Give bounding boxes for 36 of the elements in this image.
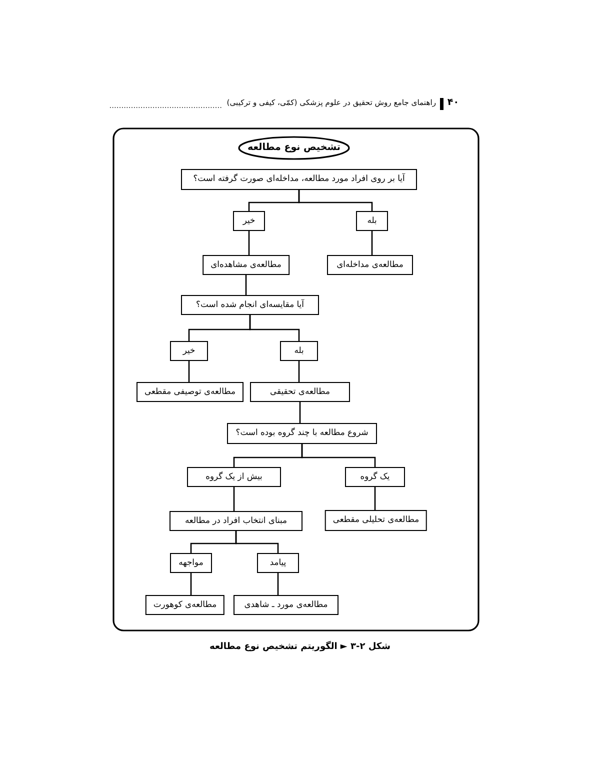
study-type-box: مطالعه‌ی توصیفی مقطعی xyxy=(136,382,244,402)
connector-line xyxy=(277,573,279,595)
study-type-box: مطالعه‌ی مورد ـ شاهدی xyxy=(234,595,338,615)
study-type-box: مطالعه‌ی مشاهده‌ای xyxy=(202,255,290,275)
title-ellipse: تشخیص نوع مطالعه xyxy=(238,136,350,160)
connector-line xyxy=(371,231,373,255)
question-box: مبنای انتخاب افراد در مطالعه xyxy=(170,511,302,531)
study-type-box: مطالعه‌ی مداخله‌ای xyxy=(327,255,413,275)
connector-line xyxy=(190,531,237,553)
answer-box: بله xyxy=(280,341,318,361)
connector-line xyxy=(190,573,192,595)
page-number: ۴۰ xyxy=(447,97,459,108)
answer-box: بیش از یک گروه xyxy=(187,467,281,487)
answer-box: خیر xyxy=(170,341,208,361)
connector-line xyxy=(248,190,300,211)
connector-line xyxy=(248,231,250,255)
study-type-box: مطالعه‌ی تحلیلی مقطعی xyxy=(324,510,428,531)
question-box: آیا بر روی افراد مورد مطالعه، مداخله‌ای صورت گرفته است؟ xyxy=(181,169,417,190)
connector-line xyxy=(233,444,303,467)
study-type-box: مطالعه‌ی تحقیقی xyxy=(250,382,350,402)
connector-line xyxy=(299,402,301,423)
connector-line xyxy=(233,487,235,511)
question-box: شروع مطالعه با چند گروه بوده است؟ xyxy=(227,423,377,444)
answer-box: یک گروه xyxy=(345,467,405,487)
connector-line xyxy=(245,275,247,295)
answer-box: پیامد xyxy=(257,553,299,573)
connector-line xyxy=(374,487,376,510)
figure-caption: شکل ۲-۳ ► الگوریتم تشخیص نوع مطالعه xyxy=(209,642,391,652)
connector-line xyxy=(298,361,300,382)
connector-line xyxy=(188,315,251,341)
answer-box: بله xyxy=(356,211,388,231)
connector-line xyxy=(188,361,190,382)
answer-box: مواجهه xyxy=(170,553,212,573)
answer-box: خیر xyxy=(233,211,265,231)
study-type-box: مطالعه‌ی کوهورت xyxy=(145,595,225,615)
question-box: آیا مقایسه‌ای انجام شده است؟ xyxy=(181,295,319,315)
